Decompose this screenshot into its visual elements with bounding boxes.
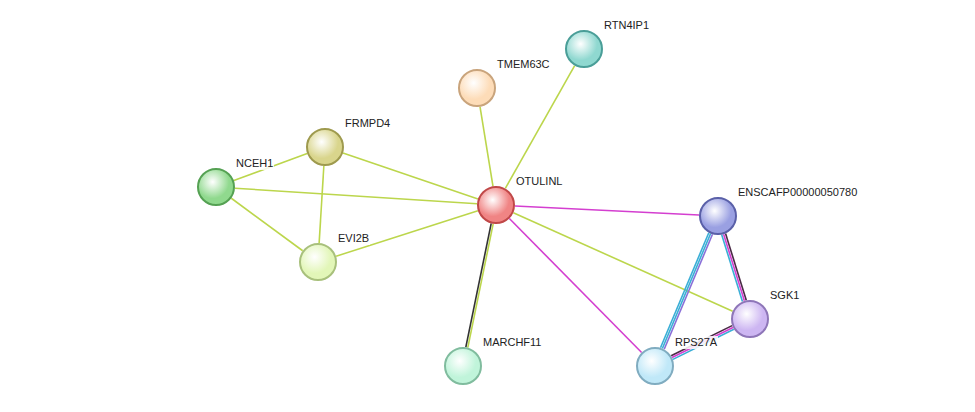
interaction-edge [509, 219, 641, 353]
interaction-edge [466, 223, 493, 347]
edge-line [662, 234, 710, 349]
edge-line [726, 234, 747, 301]
edge-line [466, 223, 491, 347]
edge-line [480, 107, 493, 186]
interaction-edge [671, 326, 734, 360]
node-label: OTULINL [515, 175, 563, 188]
node-label: NCEH1 [235, 157, 274, 170]
edge-line [664, 234, 712, 349]
protein-node: RTN4IP1 [565, 30, 603, 68]
interaction-edge [235, 188, 477, 204]
node-label: RTN4IP1 [603, 19, 650, 32]
interaction-edge [661, 233, 713, 350]
edge-line [673, 329, 734, 359]
node-label: SGK1 [769, 289, 800, 302]
protein-node: EVI2B [299, 243, 337, 281]
interaction-edge [319, 166, 324, 243]
edge-line [672, 327, 733, 357]
edge-line [513, 213, 732, 311]
protein-node: SGK1 [731, 300, 769, 338]
interaction-edge [336, 211, 478, 256]
node-label: MARCHF11 [482, 336, 542, 349]
edge-line [231, 198, 302, 250]
edge-line [661, 233, 709, 348]
interaction-edge [722, 234, 747, 302]
protein-node: MARCHF11 [444, 347, 482, 385]
protein-node: RPS27A [636, 347, 674, 385]
interaction-edge [480, 107, 493, 186]
protein-node: ENSCAFP00000050780 [699, 197, 737, 235]
protein-node: NCEH1 [197, 168, 235, 206]
edge-line [515, 206, 699, 215]
node-label: FRMPD4 [344, 117, 391, 130]
edge-line [509, 219, 641, 353]
node-label: EVI2B [337, 232, 370, 245]
interaction-edge [513, 213, 732, 311]
interaction-edge [515, 206, 699, 215]
protein-node: TMEM63C [458, 69, 496, 107]
edge-line [505, 66, 574, 189]
edge-line [468, 224, 493, 348]
node-label: TMEM63C [496, 58, 551, 71]
protein-node: OTULINL [477, 186, 515, 224]
edge-line [234, 154, 307, 181]
edge-line [336, 211, 478, 256]
node-label: ENSCAFP00000050780 [737, 186, 858, 199]
edge-line [724, 234, 745, 301]
interaction-edge [231, 198, 302, 250]
edge-line [722, 235, 743, 302]
edge-line [343, 153, 478, 199]
edge-line [235, 188, 477, 204]
protein-node: FRMPD4 [306, 128, 344, 166]
edge-line [671, 326, 732, 356]
interaction-edge [505, 66, 574, 189]
edge-line [319, 166, 324, 243]
interaction-edge [234, 154, 307, 181]
interaction-edge [343, 153, 478, 199]
node-label: RPS27A [674, 336, 718, 349]
